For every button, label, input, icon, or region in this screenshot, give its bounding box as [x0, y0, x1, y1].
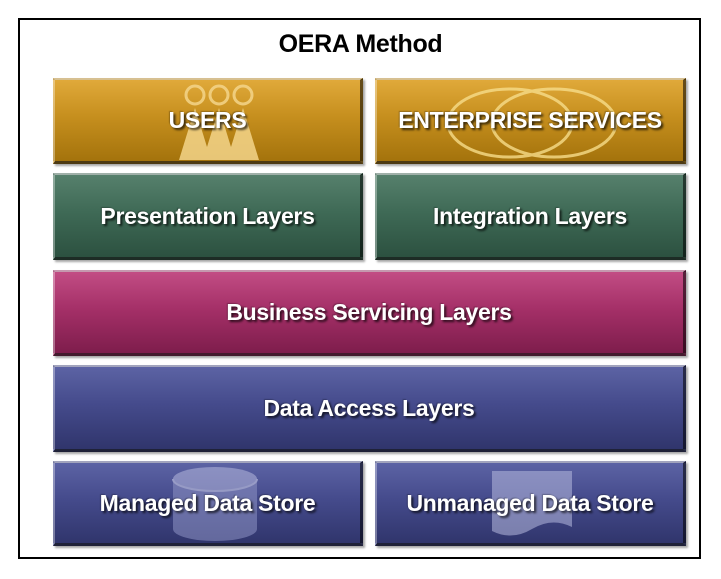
- document-icon: [492, 471, 572, 536]
- users-label: USERS: [168, 107, 247, 133]
- unmanaged-data-store-box: Unmanaged Data Store: [375, 461, 686, 546]
- enterprise-services-label: ENTERPRISE SERVICES: [398, 107, 662, 133]
- users-box: USERS: [53, 78, 363, 164]
- integration-layers-box: Integration Layers: [375, 173, 686, 260]
- unmanaged-data-store-label: Unmanaged Data Store: [406, 489, 654, 516]
- diagram-title: OERA Method: [278, 30, 443, 58]
- managed-data-store-box: Managed Data Store: [53, 461, 363, 546]
- data-access-layers-box: Data Access Layers: [53, 365, 686, 452]
- business-servicing-layers-label: Business Servicing Layers: [226, 299, 512, 325]
- presentation-layers-label: Presentation Layers: [100, 202, 315, 229]
- integration-layers-label: Integration Layers: [433, 202, 627, 229]
- enterprise-services-box: ENTERPRISE SERVICES: [375, 78, 686, 164]
- people-icon: [179, 84, 259, 160]
- database-cylinder-icon: [172, 467, 258, 541]
- business-servicing-layers-box: Business Servicing Layers: [53, 270, 686, 356]
- data-access-layers-label: Data Access Layers: [263, 394, 475, 421]
- presentation-layers-box: Presentation Layers: [53, 173, 363, 260]
- managed-data-store-label: Managed Data Store: [99, 489, 316, 516]
- overlapping-circles-icon: [446, 87, 618, 159]
